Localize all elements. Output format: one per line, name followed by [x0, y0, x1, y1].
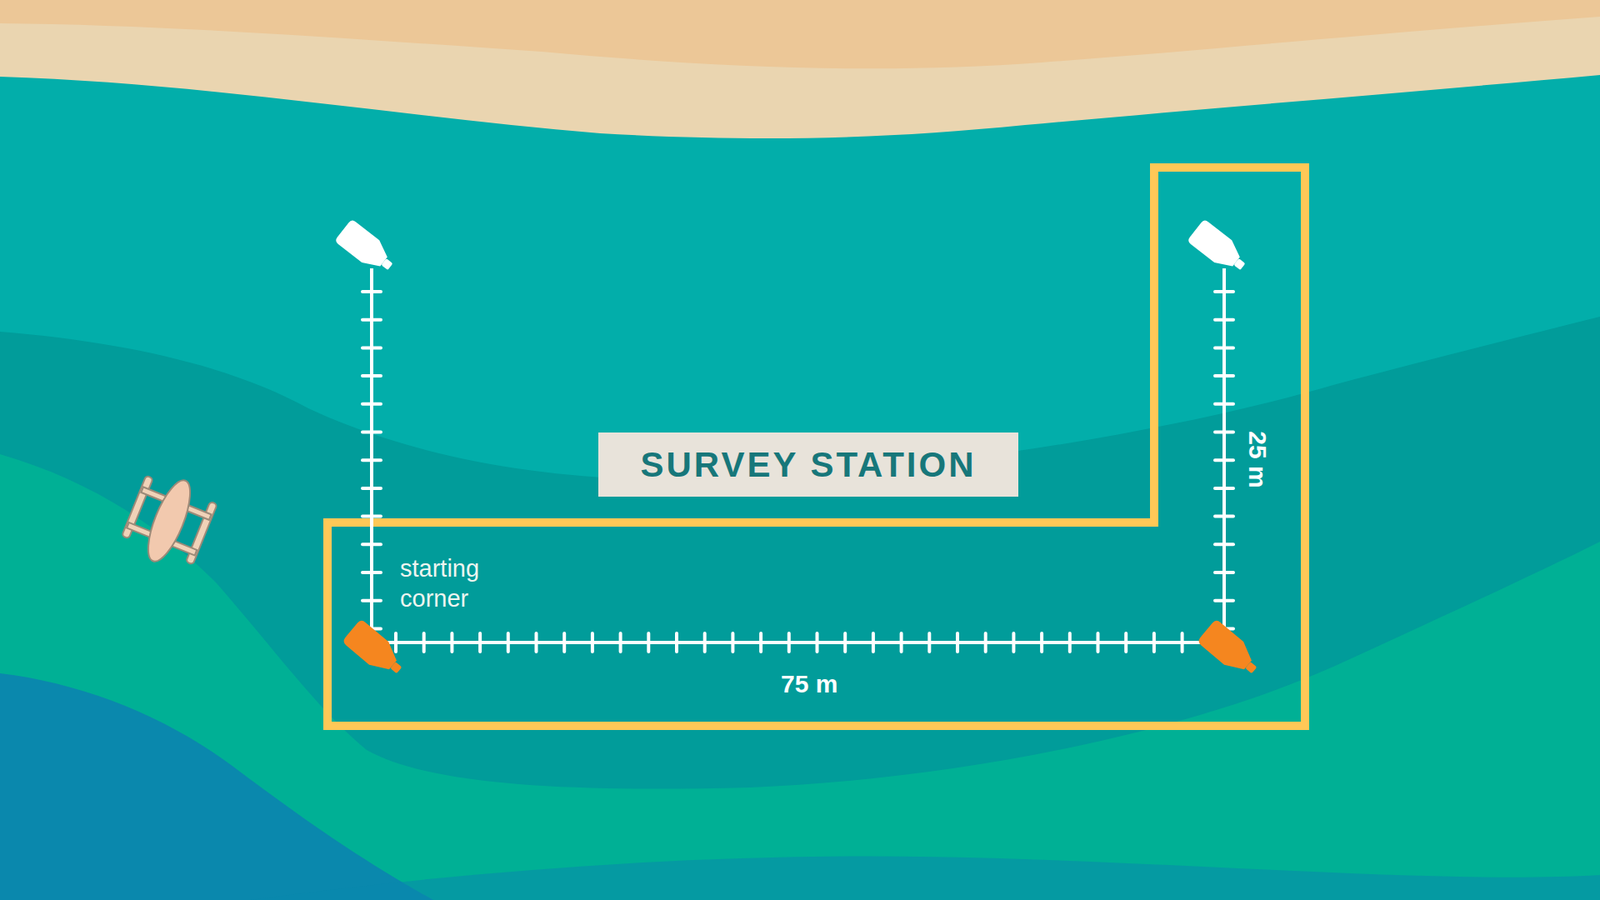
buoy-tip	[1233, 258, 1245, 270]
mid-water	[0, 316, 1600, 900]
outrigger-canoe	[117, 466, 221, 576]
buoy-body	[334, 218, 393, 273]
rope-tick	[1215, 402, 1234, 406]
sand-dark	[0, 0, 1600, 69]
rope-tick	[1180, 633, 1185, 652]
rope-tick	[900, 633, 904, 652]
rope-tick	[1068, 633, 1072, 652]
dimension-label: 75 m	[780, 670, 838, 698]
rope-tick	[362, 318, 381, 322]
rope-tick	[1215, 515, 1234, 519]
rope-tick	[362, 486, 381, 490]
rope-tick	[730, 633, 735, 652]
rope-tick	[1152, 633, 1156, 652]
rope-tick	[1215, 599, 1234, 603]
rope-tick	[1215, 430, 1234, 435]
buoy-white	[334, 218, 400, 278]
rope-tick	[362, 542, 381, 546]
rope-tick	[1215, 458, 1234, 462]
rope-tick	[362, 570, 381, 575]
rope-tick	[422, 633, 426, 652]
rope-tick	[1215, 542, 1234, 546]
rope-tick	[1011, 633, 1015, 652]
rope-tick	[450, 633, 454, 652]
rope-tick	[759, 633, 763, 652]
rope-tick	[1096, 633, 1100, 652]
rope-tick	[871, 633, 875, 652]
buoy-tip	[380, 258, 393, 270]
rope-tick	[1215, 486, 1234, 490]
canoe-hull	[140, 475, 199, 566]
rope-lines	[362, 268, 1234, 652]
buoy-tip	[390, 661, 402, 674]
rope-line	[1222, 268, 1226, 645]
rope-tick	[619, 633, 623, 652]
rope-tick	[1215, 318, 1234, 322]
station-name: SURVEY STATION	[640, 445, 977, 485]
rope-tick	[675, 633, 679, 652]
rope-tick	[362, 290, 381, 294]
rope-tick	[535, 633, 539, 652]
rope-tick	[955, 633, 960, 652]
sand-light	[0, 0, 1600, 139]
rope-tick	[927, 633, 931, 652]
rope-tick	[646, 633, 650, 652]
rope-tick	[362, 458, 381, 462]
deep-water-right	[250, 855, 1600, 900]
station-label-box: SURVEY STATION	[598, 432, 1019, 497]
rope-tick	[703, 633, 707, 652]
buoy-body	[341, 618, 403, 676]
rope-tick	[362, 345, 381, 350]
rope-tick	[1124, 633, 1128, 652]
survey-station-outline	[327, 167, 1305, 726]
rope-tick	[1215, 570, 1234, 575]
rope-tick	[362, 430, 381, 435]
rope-tick	[590, 633, 595, 652]
rope-tick	[1215, 345, 1234, 350]
buoy-tip	[1245, 661, 1257, 674]
rope-tick	[1040, 633, 1044, 652]
rope-tick	[362, 402, 381, 406]
rope-tick	[478, 633, 482, 652]
rope-tick	[815, 633, 820, 652]
rope-tick	[362, 599, 381, 603]
corner-note: starting corner	[400, 553, 480, 615]
rope-tick	[506, 633, 510, 652]
buoy-orange	[341, 618, 410, 682]
rope-tick	[1215, 290, 1234, 294]
dimension-label: 25 m	[1244, 430, 1272, 488]
buoy-body	[1186, 218, 1245, 273]
buoy-body	[1196, 618, 1258, 676]
rope-tick	[562, 633, 566, 652]
buoy-orange	[1196, 618, 1265, 682]
buoy-white	[1186, 218, 1252, 278]
rope-tick	[984, 633, 988, 652]
rope-line	[370, 268, 374, 645]
rope-tick	[843, 633, 847, 652]
rope-tick	[787, 633, 791, 652]
rope-tick	[362, 515, 381, 519]
rope-tick	[1215, 374, 1234, 378]
rope-tick	[394, 633, 398, 652]
rope-tick	[362, 374, 381, 378]
deep-water	[0, 673, 434, 900]
